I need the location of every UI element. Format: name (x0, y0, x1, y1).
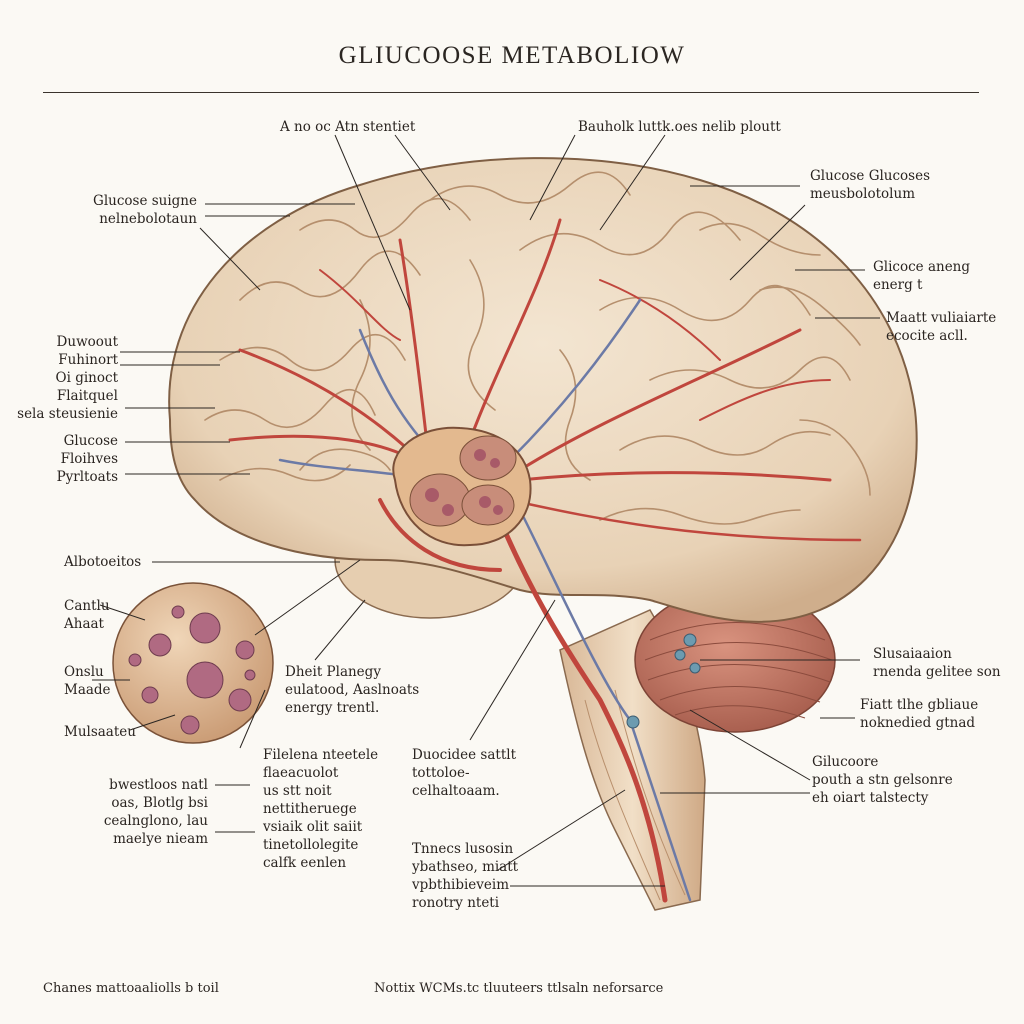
gyri (204, 171, 871, 525)
label-alb: Albotoeitos (64, 554, 142, 570)
cerebrum (168, 157, 918, 623)
arteries (228, 218, 862, 903)
cell-inset (112, 582, 274, 744)
footer-left: Chanes mattoaaliolls b toil (43, 981, 219, 996)
label-top-center: A no oc Atn stentiet (280, 119, 416, 135)
page-title: GLIUCOOSE METABOLIOW (338, 42, 686, 69)
central-nucleus (392, 426, 532, 547)
vessel-nodes (626, 633, 701, 729)
label-top-right: Bauholk luttk.oes nelib ploutt (578, 119, 781, 135)
footer-center: Nottix WCMs.tc tluuteers ttlsaln neforsa… (374, 981, 664, 996)
title-divider (43, 92, 979, 93)
leader-lines (92, 134, 880, 887)
label-mulsa: Mulsaateu (64, 724, 136, 740)
